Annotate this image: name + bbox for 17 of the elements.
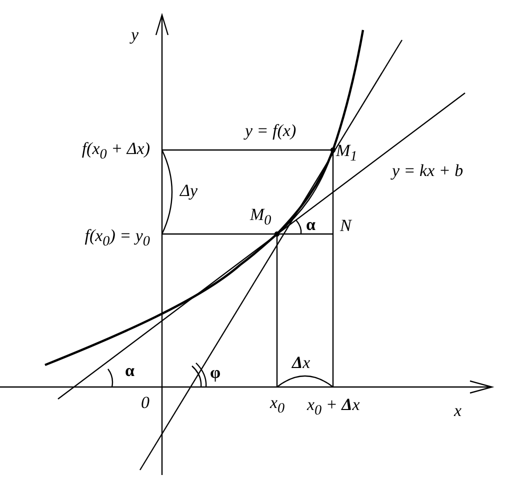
math-label: f(x$_{0}$ + Δx) xyxy=(82,140,150,162)
tick-label: x$_{0}$ + Δx xyxy=(307,396,360,418)
axis-label: x xyxy=(454,402,462,419)
math-label: Δx xyxy=(292,354,310,371)
angle-label: α xyxy=(125,362,134,379)
tick-label: x$_{0}$ xyxy=(270,394,285,416)
axis-label: y xyxy=(131,26,139,43)
math-label: Δy xyxy=(180,182,198,199)
angle-label: φ xyxy=(210,364,221,381)
point-label: M$_{0}$ xyxy=(250,206,272,228)
point-label: N xyxy=(340,217,352,234)
point-label: M$_{1}$ xyxy=(336,142,358,164)
math-label: f(x$_{0}$) = y$_{0}$ xyxy=(84,227,150,249)
line-equation: y = kx + b xyxy=(392,162,464,179)
function-label: y = f(x) xyxy=(245,122,296,139)
angle-label: α xyxy=(306,216,316,233)
origin-label: 0 xyxy=(141,394,150,411)
